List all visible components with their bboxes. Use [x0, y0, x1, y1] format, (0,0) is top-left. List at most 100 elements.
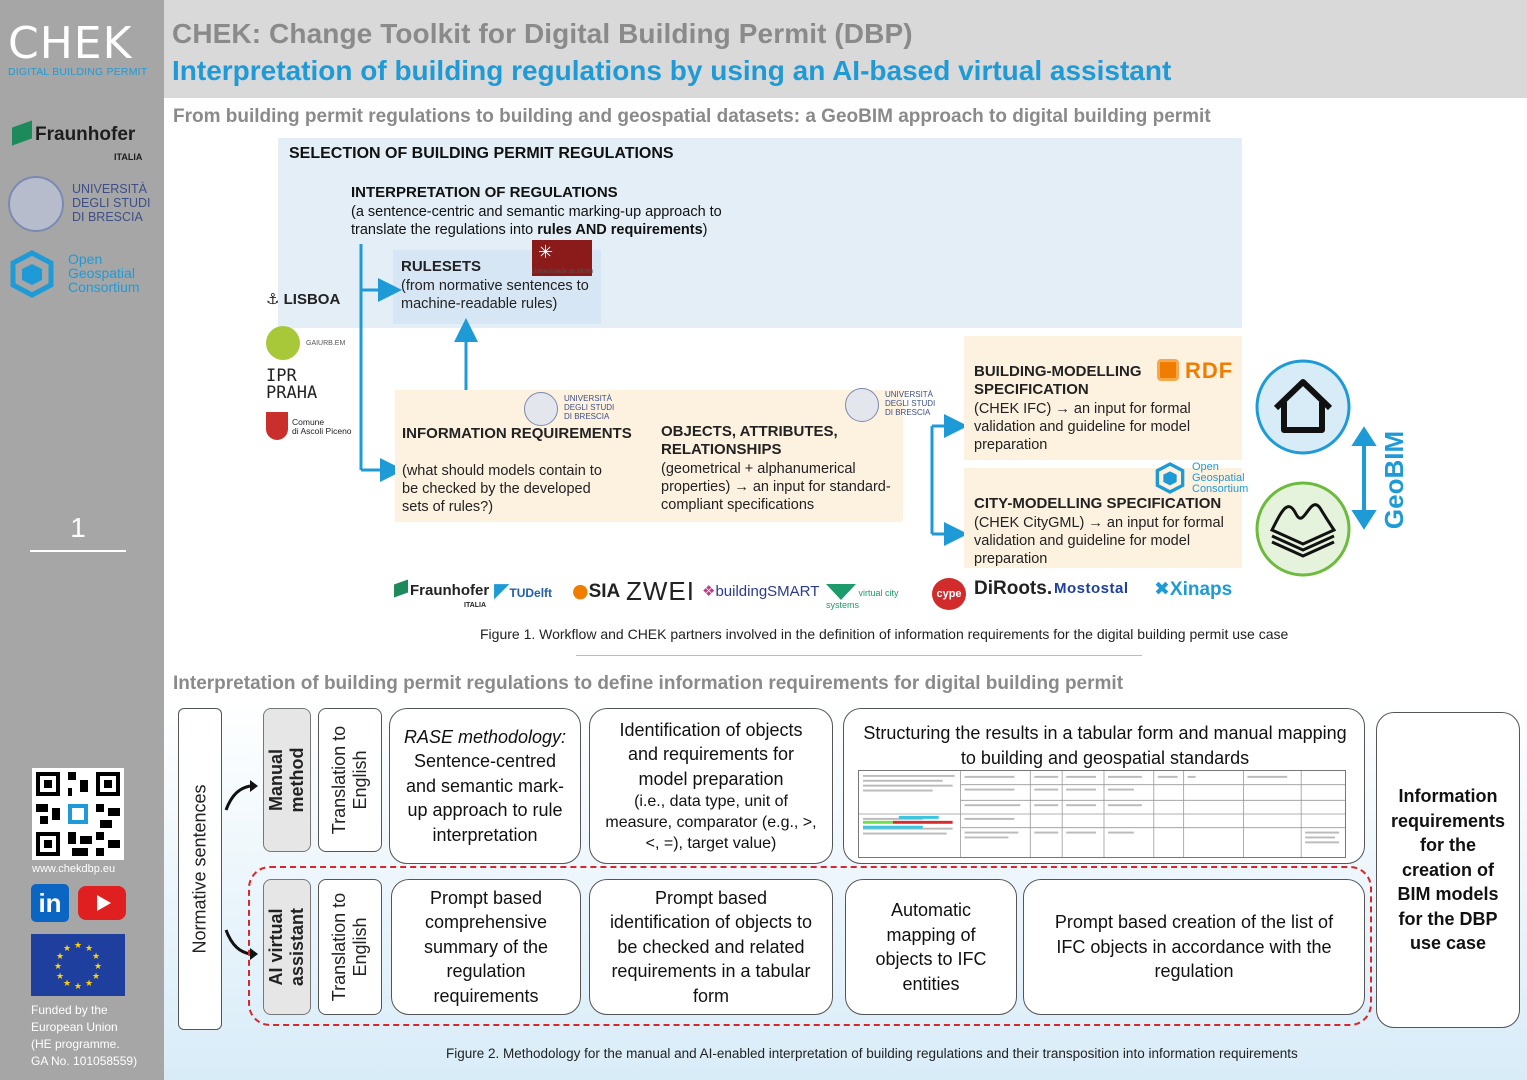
interpretation-title: INTERPRETATION OF REGULATIONS [351, 184, 618, 201]
website-link[interactable]: www.chekdbp.eu [32, 863, 116, 875]
unibs-mini-line: DI BRESCIA [564, 412, 610, 421]
city-spec-body: (CHEK CityGML) → an input for formal val… [974, 515, 1224, 567]
manual-method-label: Manual method [266, 748, 308, 813]
chek-logo-area [0, 0, 164, 98]
rdf-logo-text: RDF [1185, 358, 1234, 383]
sidebar [0, 98, 164, 1080]
translation-label: Translation to English [329, 726, 371, 834]
building-spec-title: BUILDING-MODELLING SPECIFICATION [974, 363, 1142, 398]
unibs-line: DEGLI STUDI [72, 196, 151, 210]
linkedin-icon[interactable]: in [31, 884, 69, 922]
interpretation-end: ) [702, 222, 708, 238]
normative-sentences-box: Normative sentences [178, 708, 222, 1030]
identification-content: Identification of objects and requiremen… [590, 709, 832, 863]
section1-heading: From building permit regulations to buil… [173, 106, 1211, 127]
fraunhofer-logo-sub: ITALIA [114, 152, 143, 162]
interpretation-line1: (a sentence-centric and semantic marking… [351, 204, 722, 220]
ogc-mini-line: Consortium [1192, 483, 1249, 495]
ogc-line: Open [68, 251, 103, 267]
partner-diroots: DiRoots. [974, 578, 1053, 599]
partner-cype: cype [932, 578, 966, 610]
chek-logo[interactable]: CHEK [8, 18, 133, 69]
eu-flag-icon: ★★★★ ★★★★ ★★★★ [31, 934, 125, 996]
partner-xinaps-icon: ✖ [1154, 578, 1170, 600]
rase-title: RASE methodology: [403, 726, 567, 747]
ogc-logo-text: Open Geospatial Consortium [68, 252, 140, 294]
city-spec-title: CITY-MODELLING SPECIFICATION [974, 495, 1222, 512]
translation-box-manual: Translation to English [318, 708, 382, 852]
uminho-logo-icon: ✳ [532, 240, 592, 276]
partner-mostostal: Mostostal [1054, 580, 1129, 597]
fraunhofer-logo-text: Fraunhofer [35, 124, 136, 145]
translation-line: English [350, 750, 370, 810]
building-house-icon [1255, 359, 1351, 455]
identification-details: (i.e., data type, unit of measure, compa… [605, 793, 817, 853]
svg-text:★: ★ [56, 972, 64, 982]
interpretation-bold: rules AND requirements [537, 222, 703, 238]
prompt-summary-box: Prompt based comprehensive summary of th… [391, 879, 581, 1015]
figure1-caption: Figure 1. Workflow and CHEK partners inv… [480, 626, 1289, 642]
translation-label: Translation to English [329, 893, 371, 1001]
unibs-mini-line: DI BRESCIA [885, 408, 931, 417]
fraunhofer-logo: Fraunhofer [12, 120, 136, 146]
partner-xinaps: ✖Xinaps [1154, 578, 1232, 601]
manual-line: Manual [266, 749, 286, 812]
svg-text:★: ★ [85, 979, 93, 989]
svg-text:★: ★ [85, 944, 93, 954]
svg-text:★: ★ [74, 982, 82, 992]
info-requirements-body: (what should models contain to be checke… [402, 463, 602, 515]
svg-text:★: ★ [56, 952, 64, 962]
info-requirements-panel [395, 390, 903, 522]
ogc-cube-icon [10, 250, 54, 298]
figure2-caption: Figure 2. Methodology for the manual and… [446, 1046, 1298, 1061]
funding-line: Funded by the [31, 1003, 108, 1017]
structuring-text: Structuring the results in a tabular for… [863, 723, 1347, 768]
fraunhofer-mark-icon [12, 120, 32, 146]
partner-virtual-city-systems: virtual city systems [826, 584, 926, 610]
partner-tudelft: ◤TUDelft [494, 578, 552, 602]
unibs-logo-text: UNIVERSITÀ DEGLI STUDI DI BRESCIA [72, 182, 151, 224]
regulation-table-thumbnail [858, 770, 1346, 858]
page-number: 1 [70, 512, 86, 543]
partner-sia-text: SIA [588, 581, 621, 602]
partner-sia-icon: ● [572, 580, 589, 602]
normative-sentences-label: Normative sentences [189, 784, 210, 954]
svg-text:★: ★ [94, 962, 102, 972]
chek-logo-subtitle: DIGITAL BUILDING PERMIT [8, 66, 148, 78]
prompt-identification-box: Prompt based identification of objects t… [589, 879, 833, 1015]
youtube-icon[interactable] [78, 886, 126, 920]
unibs-mini-line: UNIVERSITÀ [885, 390, 934, 399]
geobim-text: GeoBIM [1379, 431, 1409, 529]
svg-text:★: ★ [74, 941, 82, 951]
svg-text:★: ★ [63, 944, 71, 954]
gaiurb-logo-icon [266, 326, 300, 360]
ogc-mini-line: Geospatial [1192, 472, 1245, 484]
ascoli-crest-icon [266, 412, 288, 440]
geobim-label: GeoBIM [1379, 431, 1409, 529]
svg-text:★: ★ [54, 962, 62, 972]
unibs-mini-seal-icon [524, 392, 558, 426]
qr-code-icon[interactable] [32, 768, 124, 860]
partner-mark-icon [394, 579, 408, 598]
objects-title: OBJECTS, ATTRIBUTES, RELATIONSHIPS [661, 423, 838, 458]
rase-body: Sentence-centred and semantic mark-up ap… [405, 751, 565, 845]
gaiurb-logo-text: GAIURB.EM [306, 340, 346, 347]
ai-assistant-box: AI virtual assistant [263, 879, 311, 1015]
ogc-line: Consortium [68, 279, 140, 295]
partner-xinaps-text: Xinaps [1169, 579, 1233, 600]
ipr-line: PRAHA [266, 383, 318, 403]
selection-title: SELECTION OF BUILDING PERMIT REGULATIONS [289, 145, 674, 162]
rase-content: RASE methodology: Sentence-centred and s… [390, 709, 580, 863]
unibs-mini-seal-icon [845, 388, 879, 422]
unibs-mini-line: UNIVERSITÀ [564, 394, 613, 403]
rulesets-body: (from normative sentences to machine-rea… [401, 278, 589, 312]
unibs-mini-line: DEGLI STUDI [564, 403, 615, 412]
info-requirements-title: INFORMATION REQUIREMENTS [402, 425, 632, 442]
svg-text:★: ★ [92, 972, 100, 982]
partner-buildingsmart-icon: ❖ [702, 582, 716, 600]
prompt-ifc-list-text: Prompt based creation of the list of IFC… [1054, 912, 1334, 982]
prompt-identification-text: Prompt based identification of objects t… [609, 887, 813, 1006]
branch-arrows [224, 780, 258, 960]
partner-buildingsmart: ❖buildingSMART [702, 582, 819, 600]
svg-text:★: ★ [92, 952, 100, 962]
